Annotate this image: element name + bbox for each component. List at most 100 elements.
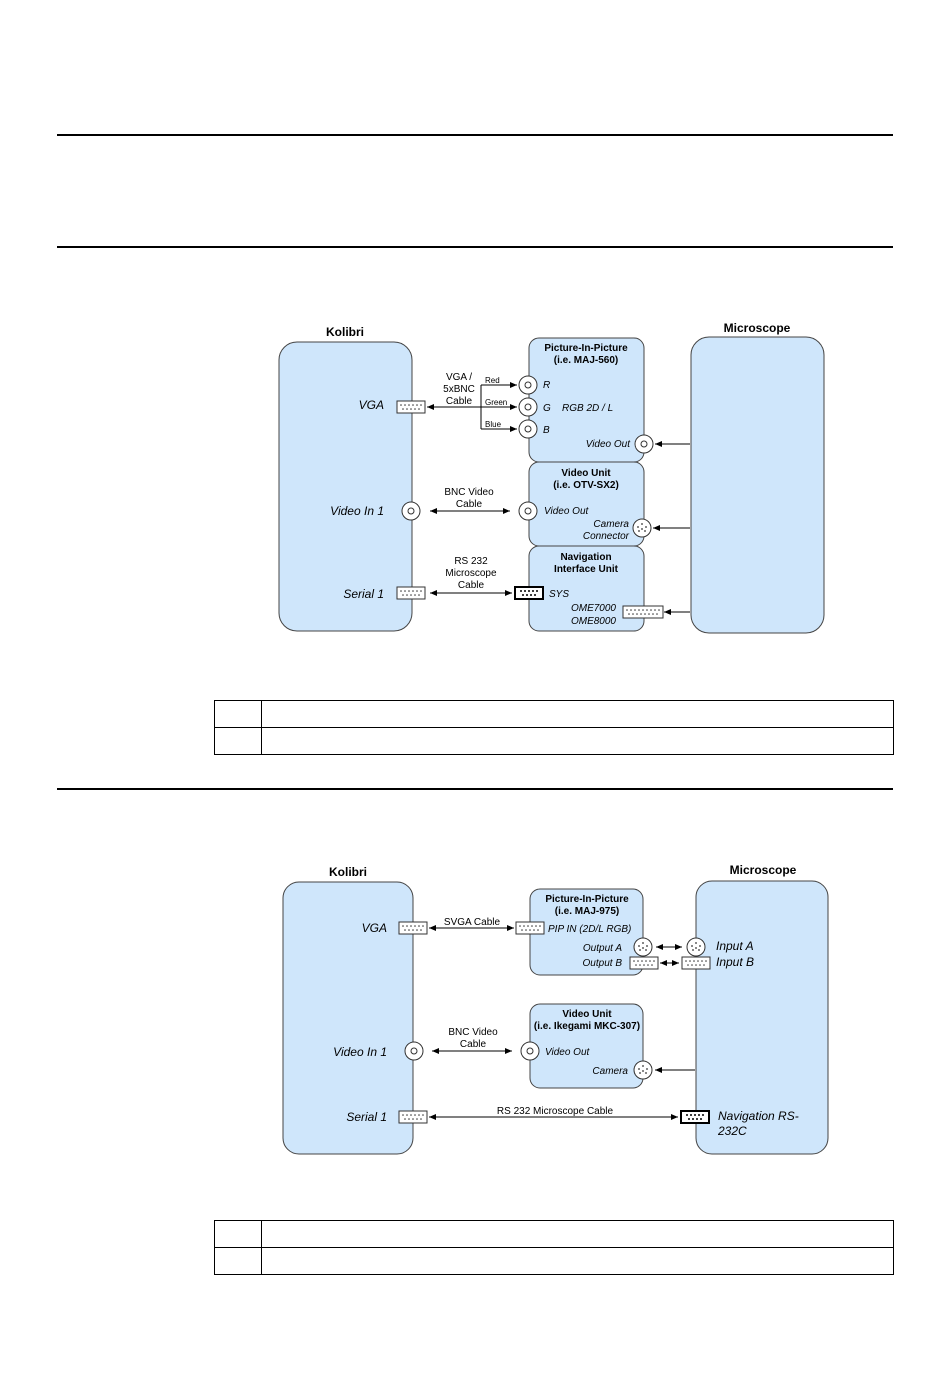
vga-cable-label-1: VGA / (446, 372, 472, 383)
pip-rgb-label: RGB 2D / L (562, 403, 613, 414)
nav-title-2: Interface Unit (554, 564, 619, 575)
microscope-box (695, 880, 829, 1155)
rs232-label-1: RS 232 (454, 556, 488, 567)
video-out-connector-icon (518, 501, 538, 521)
video-unit-title-2: (i.e. OTV-SX2) (553, 480, 619, 491)
section-rule (57, 134, 893, 136)
output-b-connector-icon (629, 956, 659, 970)
video-unit-title-1: Video Unit (562, 1009, 612, 1020)
output-a-label: Output A (583, 943, 622, 954)
bnc-connector-icon (401, 501, 421, 521)
vga-connector-icon (398, 921, 428, 935)
table-row (214, 1220, 894, 1248)
table-cell (261, 727, 894, 755)
kolibri-title: Kolibri (329, 865, 367, 879)
blue-wire-label: Blue (485, 420, 502, 429)
microscope-title: Microscope (730, 863, 797, 877)
video-unit-title-1: Video Unit (561, 468, 611, 479)
video-unit-out-label: Video Out (545, 1047, 591, 1058)
video-unit-out-label: Video Out (544, 506, 590, 517)
ome7000-label: OME7000 (571, 603, 616, 614)
bnc-cable-label-1: BNC Video (444, 487, 494, 498)
camera-connector-icon (633, 1060, 653, 1080)
navigation-connector-icon (680, 1110, 710, 1124)
pip-title-2: (i.e. MAJ-975) (555, 906, 619, 917)
pip-in-label: PIP IN (2D/L RGB) (548, 924, 631, 935)
vga-label: VGA (359, 398, 384, 412)
output-b-label: Output B (583, 958, 623, 969)
pip-in-connector-icon (515, 921, 545, 935)
input-a-connector-icon (686, 937, 706, 957)
navigation-label-1: Navigation RS- (718, 1109, 799, 1123)
input-a-label: Input A (716, 939, 754, 953)
table-row (214, 727, 894, 755)
input-b-connector-icon (681, 956, 711, 970)
video-in-label: Video In 1 (333, 1045, 387, 1059)
table-cell (214, 700, 262, 728)
svga-cable-label: SVGA Cable (444, 917, 501, 928)
serial-label: Serial 1 (346, 1110, 387, 1124)
section-rule (57, 788, 893, 790)
bnc-cable-label-2: Cable (456, 499, 483, 510)
table-row (214, 700, 894, 728)
bnc-r-connector-icon (518, 375, 538, 395)
serial-connector-icon (398, 1110, 428, 1124)
vga-cable-label-2: 5xBNC (443, 384, 475, 395)
camera-label-1: Camera (593, 519, 629, 530)
diagram-2: Kolibri Microscope VGA Video In 1 Serial… (282, 863, 829, 1155)
microscope-box (690, 336, 825, 634)
pip-title-1: Picture-In-Picture (544, 343, 628, 354)
vga-connector-icon (396, 400, 426, 414)
table-cell (261, 1247, 894, 1275)
kolibri-box (278, 341, 413, 632)
pip-g-label: G (543, 403, 551, 414)
vga-label: VGA (362, 921, 387, 935)
bnc-g-connector-icon (518, 397, 538, 417)
pip-r-label: R (543, 380, 550, 391)
table-row (214, 1247, 894, 1275)
ome-connector-icon (622, 605, 664, 619)
table-cell (214, 727, 262, 755)
rs232-cable-label: RS 232 Microscope Cable (497, 1106, 614, 1117)
kolibri-box (282, 881, 414, 1155)
camera-label: Camera (592, 1066, 628, 1077)
green-wire-label: Green (485, 398, 507, 407)
camera-connector-icon (632, 518, 652, 538)
video-out-connector-icon (520, 1041, 540, 1061)
nav-title-1: Navigation (560, 552, 611, 563)
legend-table-2 (214, 1220, 894, 1275)
video-unit-title-2: (i.e. Ikegami MKC-307) (534, 1021, 640, 1032)
rs232-label-2: Microscope (445, 568, 497, 579)
camera-label-2: Connector (583, 531, 630, 542)
table-cell (261, 1220, 894, 1248)
pip-video-out-label: Video Out (586, 439, 632, 450)
table-cell (261, 700, 894, 728)
bnc-cable-label-2: Cable (460, 1039, 487, 1050)
navigation-label-2: 232C (717, 1124, 747, 1138)
input-b-label: Input B (716, 955, 754, 969)
vga-cable-label-3: Cable (446, 396, 473, 407)
pip-video-out-connector-icon (634, 434, 654, 454)
table-cell (214, 1220, 262, 1248)
pip-title-2: (i.e. MAJ-560) (554, 355, 618, 366)
ome8000-label: OME8000 (571, 616, 616, 627)
legend-table-1 (214, 700, 894, 755)
microscope-title: Microscope (724, 321, 791, 335)
rs232-label-3: Cable (458, 580, 485, 591)
kolibri-title: Kolibri (326, 325, 364, 339)
section-rule (57, 246, 893, 248)
serial-connector-icon (396, 586, 426, 600)
red-wire-label: Red (485, 376, 500, 385)
sys-connector-icon (514, 586, 544, 600)
serial-label: Serial 1 (343, 587, 384, 601)
video-in-label: Video In 1 (330, 504, 384, 518)
table-cell (214, 1247, 262, 1275)
pip-title-1: Picture-In-Picture (545, 894, 629, 905)
bnc-cable-label-1: BNC Video (448, 1027, 498, 1038)
bnc-connector-icon (404, 1041, 424, 1061)
bnc-b-connector-icon (518, 419, 538, 439)
pip-b-label: B (543, 425, 550, 436)
diagram-1: Kolibri Microscope VGA Video In 1 Serial… (278, 321, 825, 634)
sys-label: SYS (549, 589, 569, 600)
